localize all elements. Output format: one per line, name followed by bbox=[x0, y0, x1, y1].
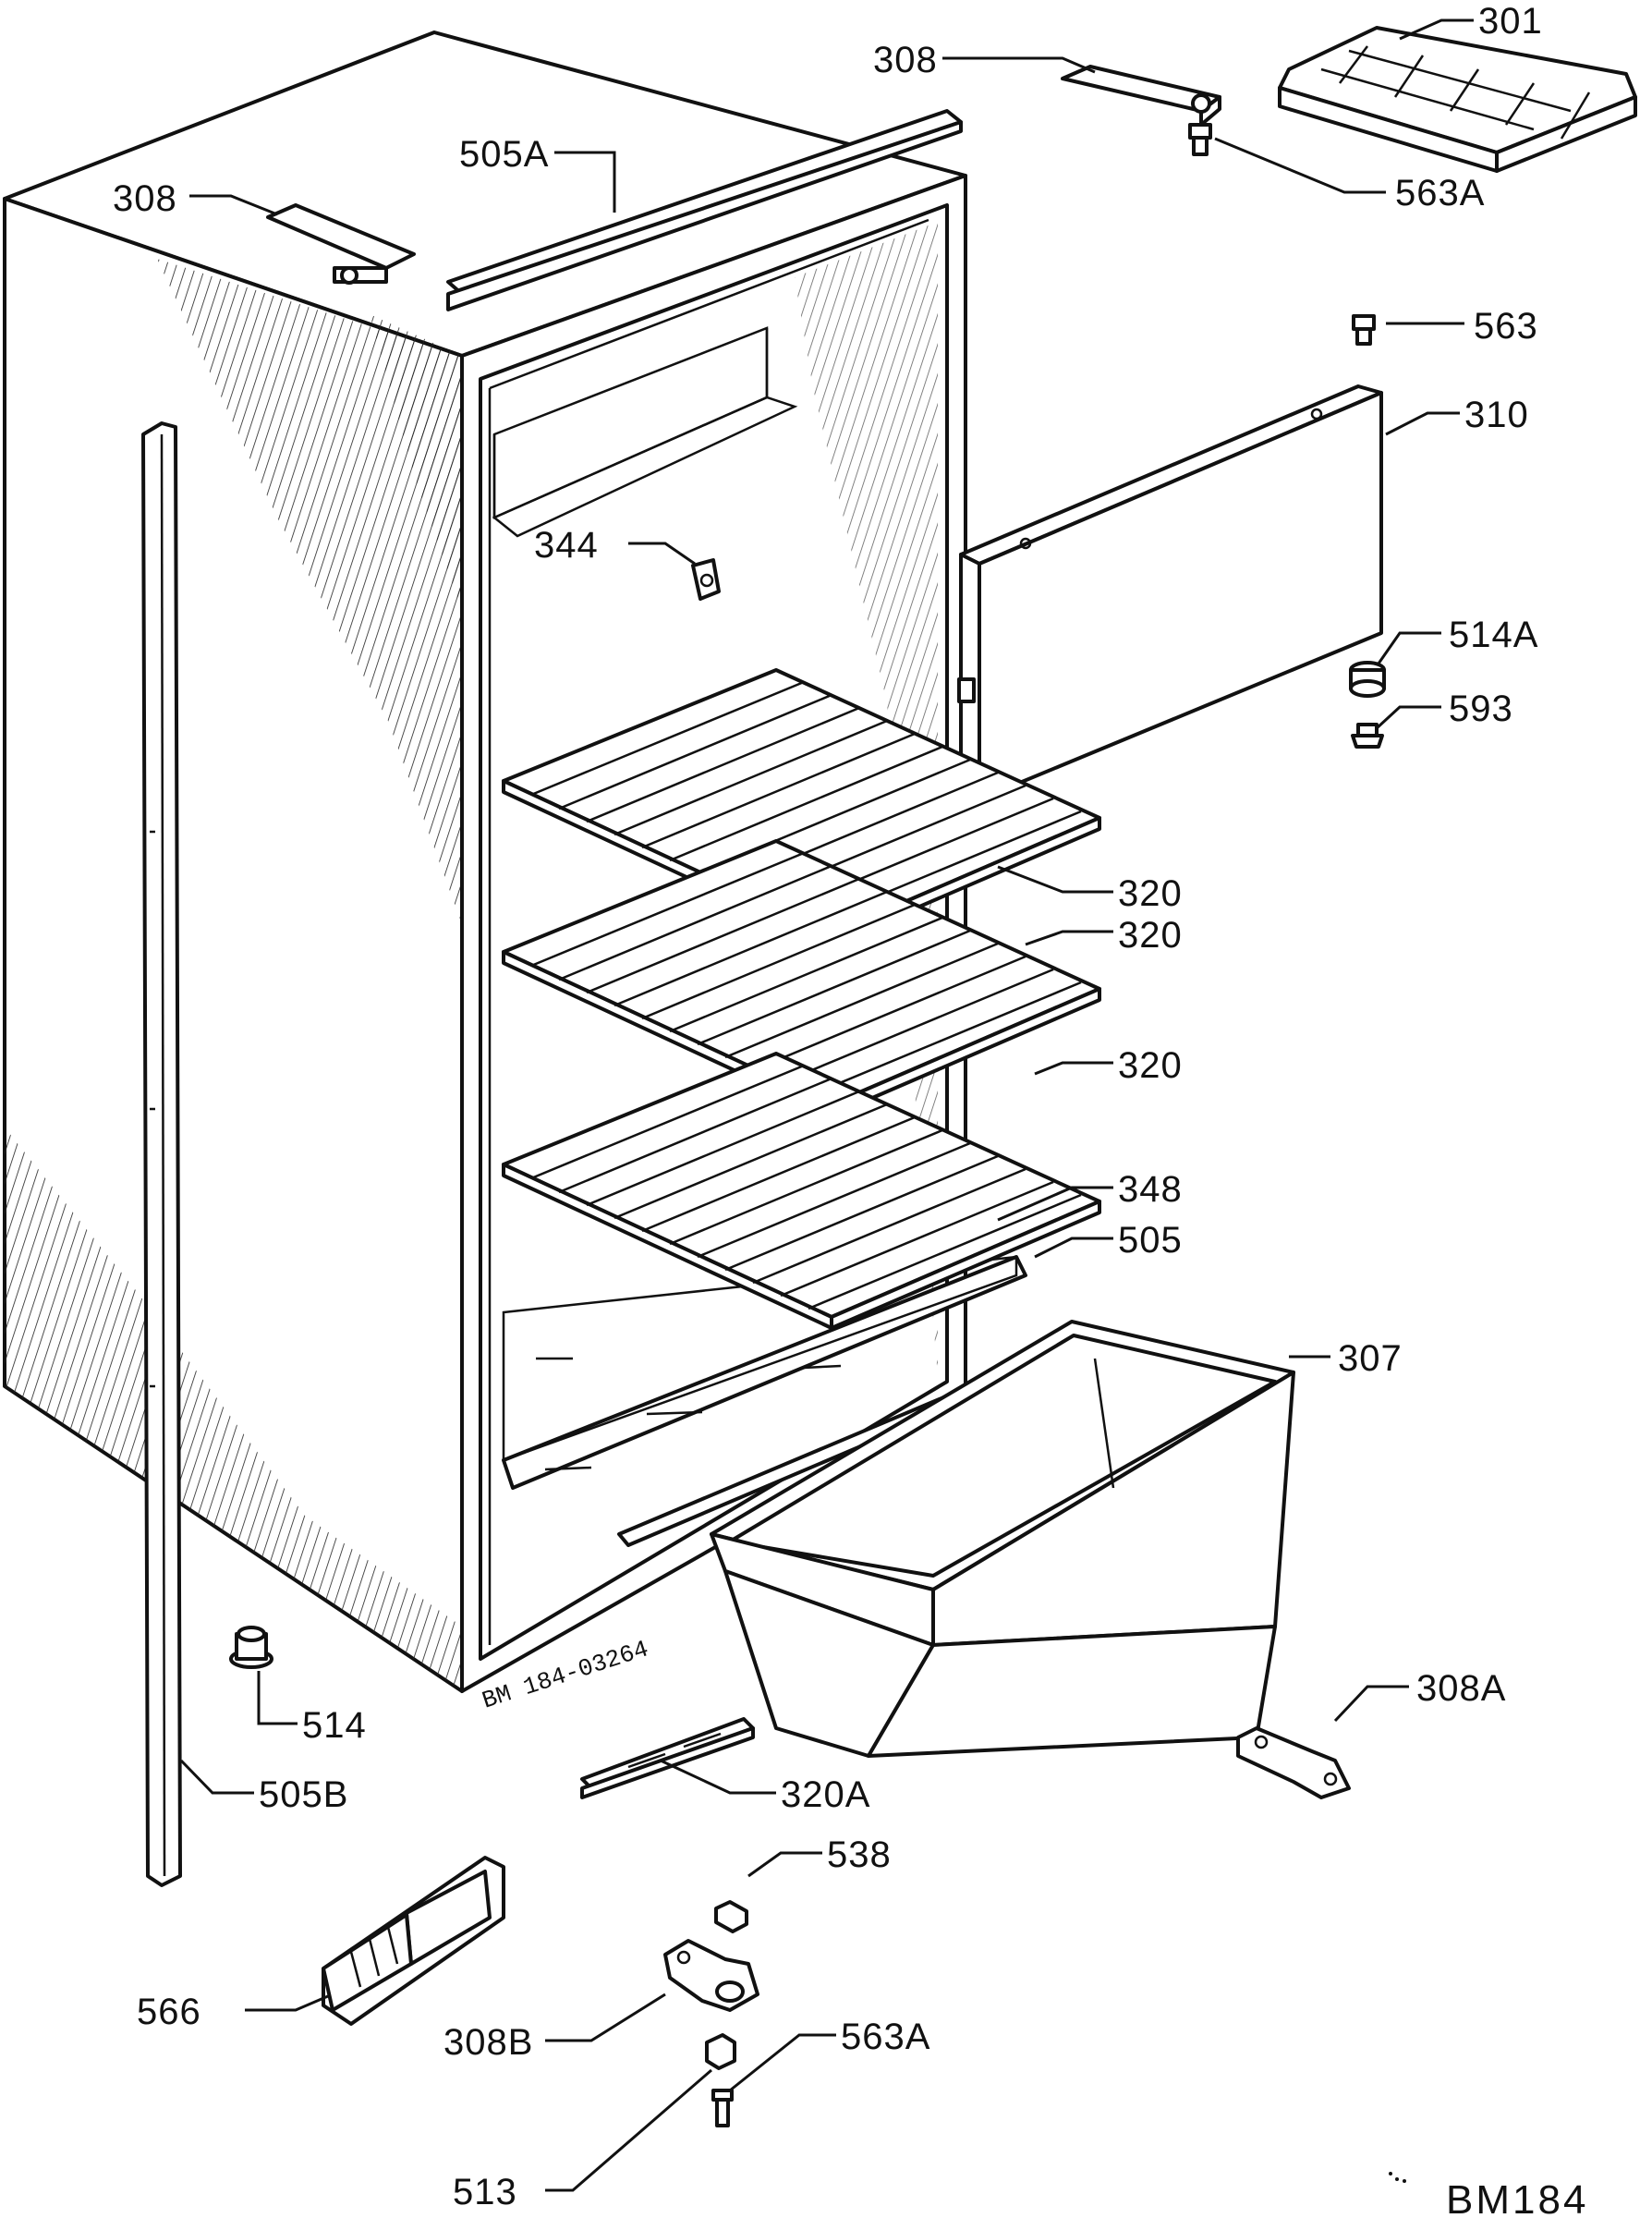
top-trim-strip bbox=[446, 109, 963, 311]
wire-shelf-3 bbox=[502, 1052, 1101, 1330]
hinge-top-left bbox=[266, 203, 416, 285]
part-labels: 301 308 563A 505A 308 563 310 344 514A 5… bbox=[113, 1, 1543, 2212]
screw-563a-bottom bbox=[705, 2033, 736, 2127]
label-563: 563 bbox=[1474, 306, 1538, 347]
speck-marks bbox=[1389, 2172, 1406, 2183]
cap-514a bbox=[1349, 661, 1386, 698]
label-310: 310 bbox=[1464, 395, 1529, 435]
shelf-support-320a bbox=[580, 1717, 755, 1799]
label-538: 538 bbox=[827, 1834, 892, 1875]
label-348: 348 bbox=[1118, 1169, 1183, 1210]
label-307: 307 bbox=[1338, 1338, 1403, 1379]
label-566: 566 bbox=[137, 1992, 201, 2032]
crisper-drawer bbox=[710, 1320, 1295, 1758]
cap-514 bbox=[229, 1626, 273, 1669]
label-308-top: 308 bbox=[873, 40, 938, 80]
nut-538 bbox=[714, 1900, 748, 1933]
label-320-1: 320 bbox=[1118, 873, 1183, 914]
label-308-left: 308 bbox=[113, 178, 177, 219]
leader-lines bbox=[179, 18, 1474, 2192]
bracket-566 bbox=[322, 1856, 505, 2026]
screw-593 bbox=[1351, 723, 1384, 749]
label-563a-bottom: 563A bbox=[841, 2017, 930, 2057]
ice-cube-tray bbox=[1278, 26, 1637, 173]
label-320-3: 320 bbox=[1118, 1045, 1183, 1086]
label-320a: 320A bbox=[781, 1774, 870, 1815]
hinge-top-right bbox=[1061, 65, 1221, 127]
label-344: 344 bbox=[534, 525, 599, 566]
label-593: 593 bbox=[1449, 689, 1513, 729]
label-514: 514 bbox=[302, 1705, 367, 1746]
hinge-308a bbox=[1236, 1726, 1351, 1799]
side-trim-strip bbox=[141, 421, 182, 1887]
label-505b: 505B bbox=[259, 1774, 348, 1815]
label-320-2: 320 bbox=[1118, 915, 1183, 956]
clip-344 bbox=[691, 558, 721, 601]
freezer-flap bbox=[957, 384, 1383, 801]
label-505a: 505A bbox=[459, 134, 549, 175]
hinge-308b bbox=[663, 1939, 759, 2012]
label-563a-top: 563A bbox=[1395, 173, 1485, 213]
drawing-code: BM184 bbox=[1446, 2177, 1588, 2218]
screw-563 bbox=[1352, 314, 1376, 346]
label-308b: 308B bbox=[443, 2022, 533, 2063]
label-513: 513 bbox=[453, 2172, 517, 2212]
label-308a: 308A bbox=[1416, 1668, 1506, 1709]
screw-563a-top bbox=[1188, 123, 1212, 156]
label-301: 301 bbox=[1478, 1, 1543, 42]
label-505: 505 bbox=[1118, 1220, 1183, 1261]
label-514a: 514A bbox=[1449, 615, 1538, 655]
